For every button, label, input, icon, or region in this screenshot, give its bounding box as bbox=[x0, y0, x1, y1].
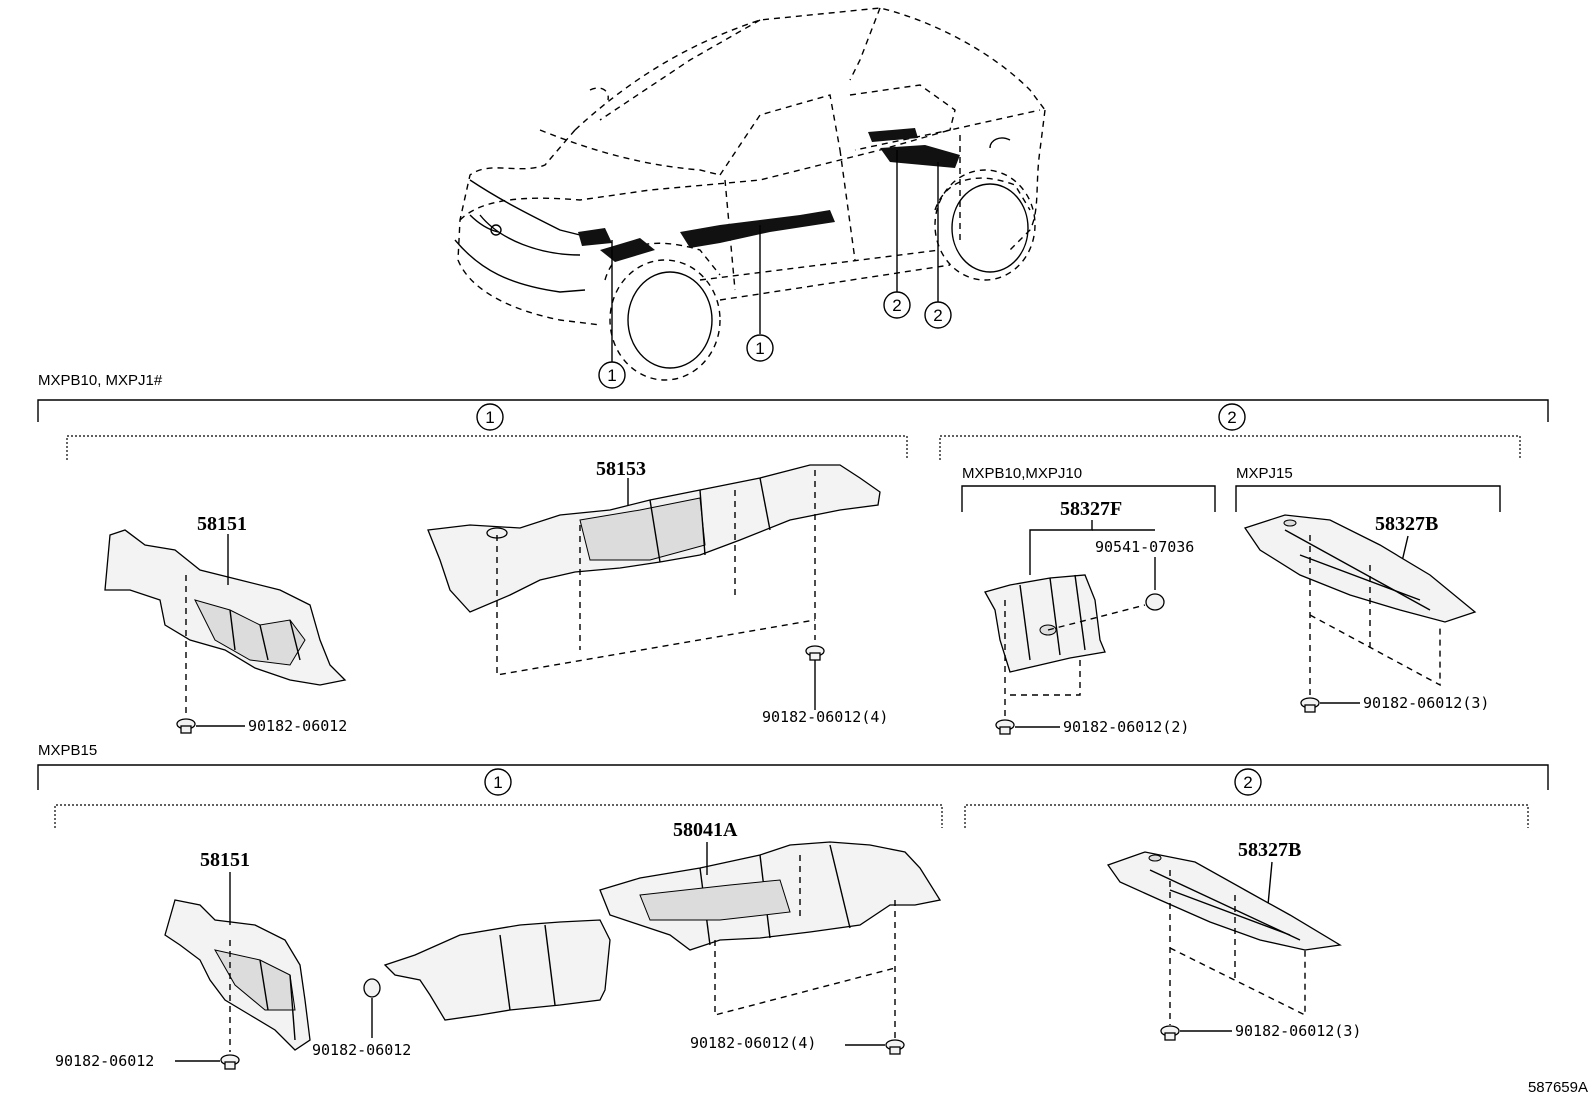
part-label-58153: 58153 bbox=[596, 458, 646, 480]
part-label-58327F: 58327F bbox=[1060, 498, 1122, 520]
bracket-bottom-group-2 bbox=[964, 804, 1529, 828]
callout-1-front: 1 bbox=[598, 361, 626, 389]
callout-top-group-1: 1 bbox=[476, 403, 504, 431]
callout-top-group-1-label: 1 bbox=[485, 408, 494, 427]
callout-top-group-2-label: 2 bbox=[1227, 408, 1236, 427]
part-label-58327B-bottom: 58327B bbox=[1238, 839, 1301, 861]
part-label-58151-top: 58151 bbox=[197, 513, 247, 535]
callout-1-center-label: 1 bbox=[755, 339, 764, 358]
part-58327B-bottom bbox=[1106, 851, 1342, 951]
subsection-label-mxpb10-mxpj10: MXPB10,MXPJ10 bbox=[962, 465, 1082, 482]
bracket-sub-mxpj15 bbox=[1235, 485, 1501, 512]
part-label-58151-bottom: 58151 bbox=[200, 849, 250, 871]
figure-id: 587659A bbox=[1528, 1079, 1588, 1096]
shield-highlight-front-2 bbox=[600, 238, 655, 262]
bracket-top-group-2 bbox=[939, 435, 1521, 460]
part-label-90182-06012-bottom-left: 90182-06012 bbox=[55, 1052, 154, 1070]
grommet-90182-06012-bottom-center bbox=[363, 978, 381, 998]
part-label-90182-06012-x4-top: 90182-06012(4) bbox=[762, 708, 888, 726]
part-58151-top bbox=[104, 529, 347, 686]
section-label-bottom: MXPB15 bbox=[38, 742, 97, 759]
shield-highlight-rear-1 bbox=[868, 128, 918, 142]
part-label-90182-06012-x4-bottom: 90182-06012(4) bbox=[690, 1034, 816, 1052]
callout-1-front-label: 1 bbox=[607, 366, 616, 385]
callout-bottom-group-1: 1 bbox=[484, 768, 512, 796]
clip-90182-06012-top-left bbox=[176, 718, 196, 734]
part-58327B-top bbox=[1243, 514, 1477, 623]
subsection-label-mxpj15: MXPJ15 bbox=[1236, 465, 1293, 482]
shield-highlight-rear-2 bbox=[880, 145, 960, 168]
clip-90182-06012-bottom-left bbox=[220, 1054, 240, 1070]
grommet-90541-07036 bbox=[1145, 593, 1165, 611]
shield-highlight-center bbox=[680, 210, 835, 248]
part-label-90182-06012-x2: 90182-06012(2) bbox=[1063, 718, 1189, 736]
clip-90182-06012-x2 bbox=[995, 719, 1015, 735]
part-58041A bbox=[383, 841, 942, 1021]
vehicle-illustration: 1 1 2 2 bbox=[454, 7, 1046, 389]
bracket-top-group-1 bbox=[66, 435, 908, 460]
clip-90182-06012-x4-bottom bbox=[885, 1039, 905, 1055]
callout-2-right: 2 bbox=[924, 301, 952, 329]
part-58153 bbox=[427, 464, 881, 613]
section-label-top: MXPB10, MXPJ1# bbox=[38, 372, 163, 389]
bracket-bottom-main bbox=[37, 764, 1549, 790]
part-58327F bbox=[984, 574, 1106, 673]
part-label-90182-06012-top-left: 90182-06012 bbox=[248, 717, 347, 735]
bracket-sub-mxpb10-mxpj10 bbox=[961, 485, 1216, 512]
shield-highlight-front-1 bbox=[578, 228, 612, 246]
callout-bottom-group-2: 2 bbox=[1234, 768, 1262, 796]
bracket-top-main bbox=[37, 399, 1549, 422]
callout-1-center: 1 bbox=[746, 334, 774, 362]
part-label-90182-06012-x3-top: 90182-06012(3) bbox=[1363, 694, 1489, 712]
part-58151-bottom bbox=[164, 899, 311, 1051]
part-label-90182-06012-x3-bottom: 90182-06012(3) bbox=[1235, 1022, 1361, 1040]
callout-bottom-group-2-label: 2 bbox=[1243, 773, 1252, 792]
bracket-bottom-group-1 bbox=[54, 804, 943, 828]
part-label-90541-07036: 90541-07036 bbox=[1095, 538, 1194, 556]
callout-2-left-label: 2 bbox=[892, 296, 901, 315]
clip-90182-06012-x3-bottom bbox=[1160, 1025, 1180, 1041]
part-label-58327B-top: 58327B bbox=[1375, 513, 1438, 535]
callout-2-right-label: 2 bbox=[933, 306, 942, 325]
callout-bottom-group-1-label: 1 bbox=[493, 773, 502, 792]
callout-2-left: 2 bbox=[883, 291, 911, 319]
part-label-90182-06012-bottom-center: 90182-06012 bbox=[312, 1041, 411, 1059]
clip-90182-06012-x3-top bbox=[1300, 697, 1320, 713]
part-label-58041A: 58041A bbox=[673, 819, 738, 841]
clip-90182-06012-x4-top bbox=[805, 645, 825, 661]
callout-top-group-2: 2 bbox=[1218, 403, 1246, 431]
